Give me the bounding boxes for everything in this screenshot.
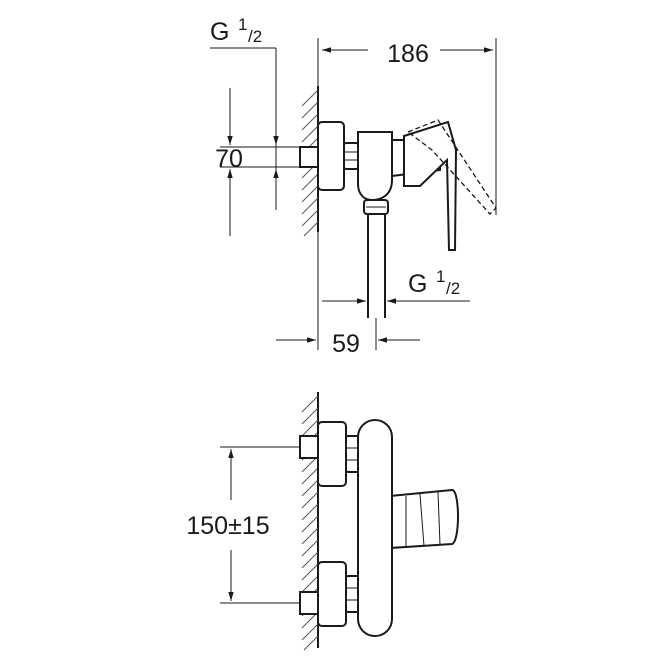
front-view <box>299 392 459 651</box>
lower-inlet-stub <box>299 591 319 615</box>
thread-bottom-sub: /2 <box>446 279 460 298</box>
thread-top-main: G <box>210 18 229 46</box>
thread-top-sub: /2 <box>248 27 262 46</box>
front-lever <box>389 488 459 550</box>
dim-spacing-label: 150±15 <box>186 512 269 540</box>
dim-width-total: 186 <box>317 38 497 215</box>
inlet-pipe-stub <box>299 146 319 168</box>
front-mixer-body <box>357 419 393 637</box>
dim-height-inlet: 70 <box>215 88 300 236</box>
mixer-body <box>357 131 393 202</box>
lower-rosette <box>317 561 347 627</box>
dim-width-total-label: 186 <box>387 40 429 68</box>
rosette <box>317 121 345 191</box>
dim-spacing: 150±15 <box>186 446 300 604</box>
thread-bottom-sup: 1 <box>436 267 445 286</box>
dim-thread-bottom: G 1 /2 <box>317 232 470 350</box>
lever-open-position <box>406 119 497 215</box>
upper-inlet-stub <box>299 435 319 459</box>
dim-depth-wall-label: 59 <box>332 330 360 358</box>
dim-thread-top: G 1 /2 <box>210 15 277 210</box>
upper-rosette <box>317 421 347 487</box>
dim-height-inlet-label: 70 <box>215 145 243 173</box>
thread-top-sup: 1 <box>238 15 247 34</box>
dim-depth-wall: 59 <box>276 318 420 358</box>
thread-bottom-main: G <box>408 270 427 298</box>
lever-handle <box>403 120 458 251</box>
side-view <box>299 86 497 318</box>
